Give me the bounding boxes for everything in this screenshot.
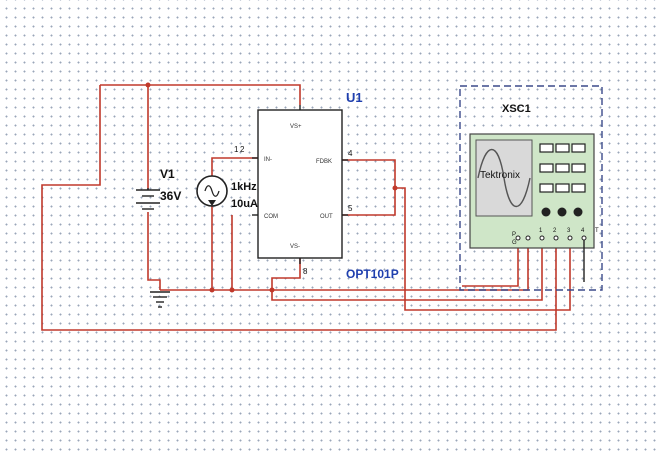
pin-label-com: COM xyxy=(264,214,278,220)
probe-label: T xyxy=(595,228,599,234)
probe-label: G xyxy=(512,240,517,246)
v1-ref-label: V1 xyxy=(160,167,175,181)
scope-buttons xyxy=(539,143,586,193)
arrow-down-icon xyxy=(208,200,216,206)
junction-dot xyxy=(209,287,215,293)
pin-label-in-minus: IN- xyxy=(264,157,272,163)
junctions xyxy=(145,82,398,293)
current-source[interactable] xyxy=(196,175,228,207)
junction-dot xyxy=(145,82,151,88)
junction-dot xyxy=(229,287,235,293)
pin-number-5: 5 xyxy=(348,204,353,213)
wire-v1-negative[interactable] xyxy=(147,212,161,290)
ic-ref-label: U1 xyxy=(346,90,363,105)
pin-number-1: 1 xyxy=(234,145,239,154)
isrc-freq-label: 1kHz xyxy=(231,181,257,193)
pin-label-vs-plus: VS+ xyxy=(290,124,302,130)
wire-top-rail[interactable] xyxy=(100,84,301,105)
wire-isrc-top[interactable] xyxy=(211,157,260,176)
scope-probe-labels: P G 1 2 3 4 T xyxy=(512,228,599,246)
wires xyxy=(41,84,571,331)
sine-icon xyxy=(204,185,220,197)
scope-ref-label: XSC1 xyxy=(502,103,531,115)
battery-v1[interactable] xyxy=(136,188,160,210)
probe-label: 3 xyxy=(567,228,571,234)
junction-dot xyxy=(269,287,275,293)
junction-dot xyxy=(392,185,398,191)
wire-probe-p[interactable] xyxy=(462,238,519,287)
probe-label: 4 xyxy=(581,228,585,234)
wire-fdbk[interactable] xyxy=(340,159,396,188)
ic-u1[interactable] xyxy=(252,105,348,264)
pin-label-vs-minus: VS- xyxy=(290,244,300,250)
pin-number-2: 2 xyxy=(240,145,245,154)
waveform-icon xyxy=(477,148,531,208)
pin-label-out: OUT xyxy=(320,214,333,220)
probe-label: 2 xyxy=(553,228,557,234)
wire-out[interactable] xyxy=(340,187,571,311)
scope-knobs xyxy=(541,207,583,217)
scope-brand-label: Tektronix xyxy=(480,170,520,181)
wire-ground-bus[interactable] xyxy=(160,245,529,291)
ic-part-label: OPT101P xyxy=(346,267,399,281)
pin-number-4: 4 xyxy=(348,149,353,158)
ground-icon xyxy=(150,291,170,308)
scope-terminals xyxy=(515,235,587,241)
probe-label: 1 xyxy=(539,228,543,234)
wire-left-loop[interactable] xyxy=(41,85,557,331)
pin-label-fdbk: FDBK xyxy=(316,159,332,165)
probe-label: P xyxy=(512,232,516,238)
isrc-amp-label: 10uA xyxy=(231,198,258,210)
v1-value-label: 36V xyxy=(160,189,181,203)
oscilloscope-xsc1[interactable] xyxy=(459,85,603,291)
pin-number-8: 8 xyxy=(303,267,308,276)
